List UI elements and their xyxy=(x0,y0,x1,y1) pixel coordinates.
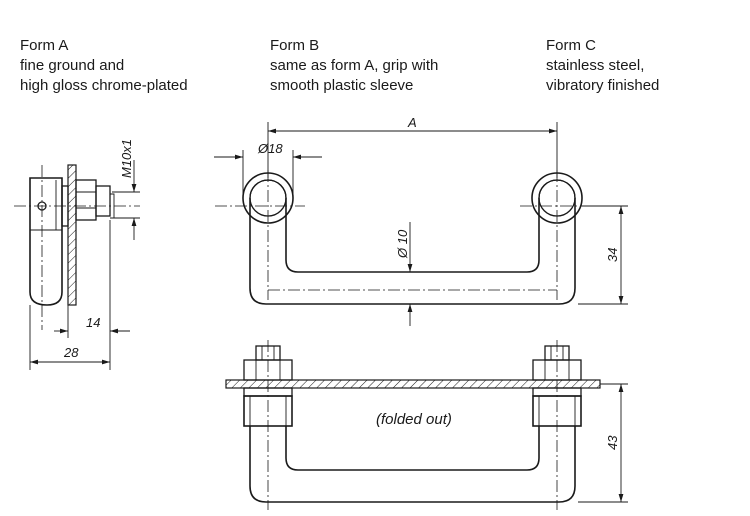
dim-a-label: A xyxy=(407,115,417,130)
thread-size-label: M10x1 xyxy=(119,139,134,178)
folded-out-label: (folded out) xyxy=(376,411,452,428)
form-a-line-2: high gloss chrome-plated xyxy=(20,77,188,94)
form-a-line-1: fine ground and xyxy=(20,57,125,74)
dim-34-label: 34 xyxy=(605,248,620,262)
form-b-caption: Form B same as form A, grip with smooth … xyxy=(270,36,438,96)
form-b-line-2: smooth plastic sleeve xyxy=(270,77,414,94)
dim-28-label: 28 xyxy=(63,345,79,360)
form-b-title: Form B xyxy=(270,37,320,54)
top-view: A Ø18 Ø 10 34 xyxy=(214,115,628,326)
form-b-line-1: same as form A, grip with xyxy=(270,57,439,74)
form-a-title: Form A xyxy=(20,37,69,54)
dim-rod-dia-label: Ø 10 xyxy=(395,229,410,259)
form-c-line-1: stainless steel, xyxy=(546,57,645,74)
dim-43-label: 43 xyxy=(605,435,620,450)
front-view: 43 (folded out) xyxy=(225,340,628,510)
form-c-caption: Form C stainless steel, vibratory finish… xyxy=(546,36,659,96)
dim-boss-dia-label: Ø18 xyxy=(257,141,283,156)
side-view: M10x1 14 28 xyxy=(14,139,140,370)
form-c-line-2: vibratory finished xyxy=(546,77,660,94)
form-a-caption: Form A fine ground and high gloss chrome… xyxy=(20,36,188,96)
form-c-title: Form C xyxy=(546,37,596,54)
dim-14-label: 14 xyxy=(86,315,100,330)
